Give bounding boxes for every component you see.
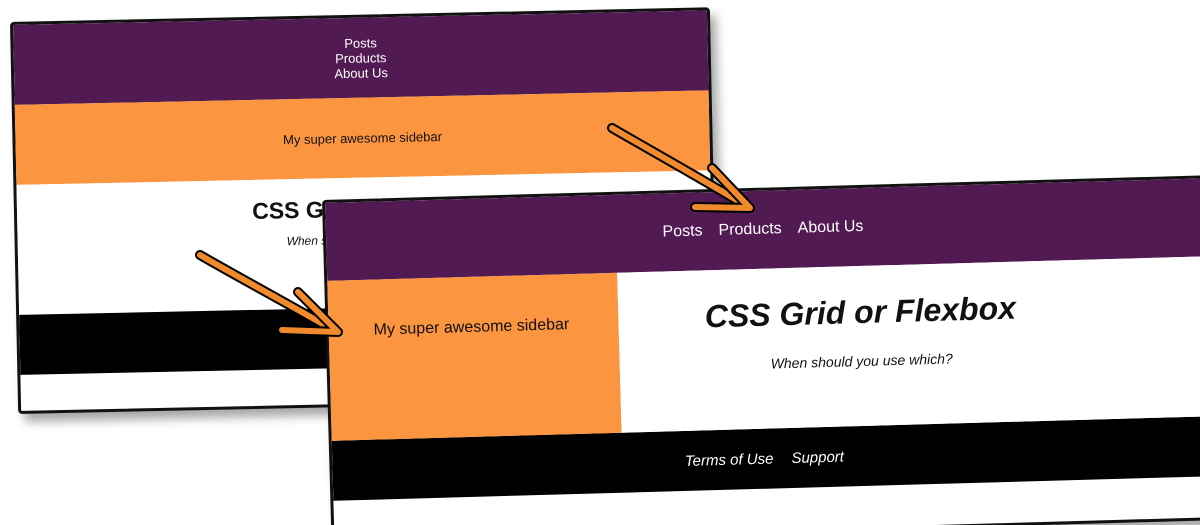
back-header: Posts Products About Us (13, 10, 709, 105)
front-page-subtitle: When should you use which? (770, 350, 953, 372)
footer-link-support[interactable]: Support (791, 448, 845, 467)
footer-links: Terms of Use Support (685, 448, 845, 469)
back-nav-about-us[interactable]: About Us (334, 64, 389, 81)
back-nav: Posts Products About Us (334, 35, 388, 81)
front-nav-products[interactable]: Products (718, 220, 782, 239)
back-sidebar-text: My super awesome sidebar (282, 128, 443, 147)
back-sidebar: My super awesome sidebar (14, 90, 711, 185)
front-nav: Posts Products About Us (662, 218, 863, 242)
front-nav-posts[interactable]: Posts (662, 222, 703, 241)
footer-link-terms[interactable]: Terms of Use (684, 449, 774, 470)
front-sidebar-text: My super awesome sidebar (373, 316, 570, 339)
front-body: My super awesome sidebar CSS Grid or Fle… (327, 255, 1200, 441)
front-nav-about-us[interactable]: About Us (797, 217, 864, 237)
back-nav-products[interactable]: Products (335, 49, 387, 66)
front-page-title: CSS Grid or Flexbox (704, 289, 1017, 335)
grid-layout-mockup: Posts Products About Us My super awesome… (322, 174, 1200, 525)
front-main: CSS Grid or Flexbox When should you use … (617, 255, 1200, 433)
back-nav-posts[interactable]: Posts (344, 34, 377, 51)
front-sidebar: My super awesome sidebar (327, 272, 622, 441)
